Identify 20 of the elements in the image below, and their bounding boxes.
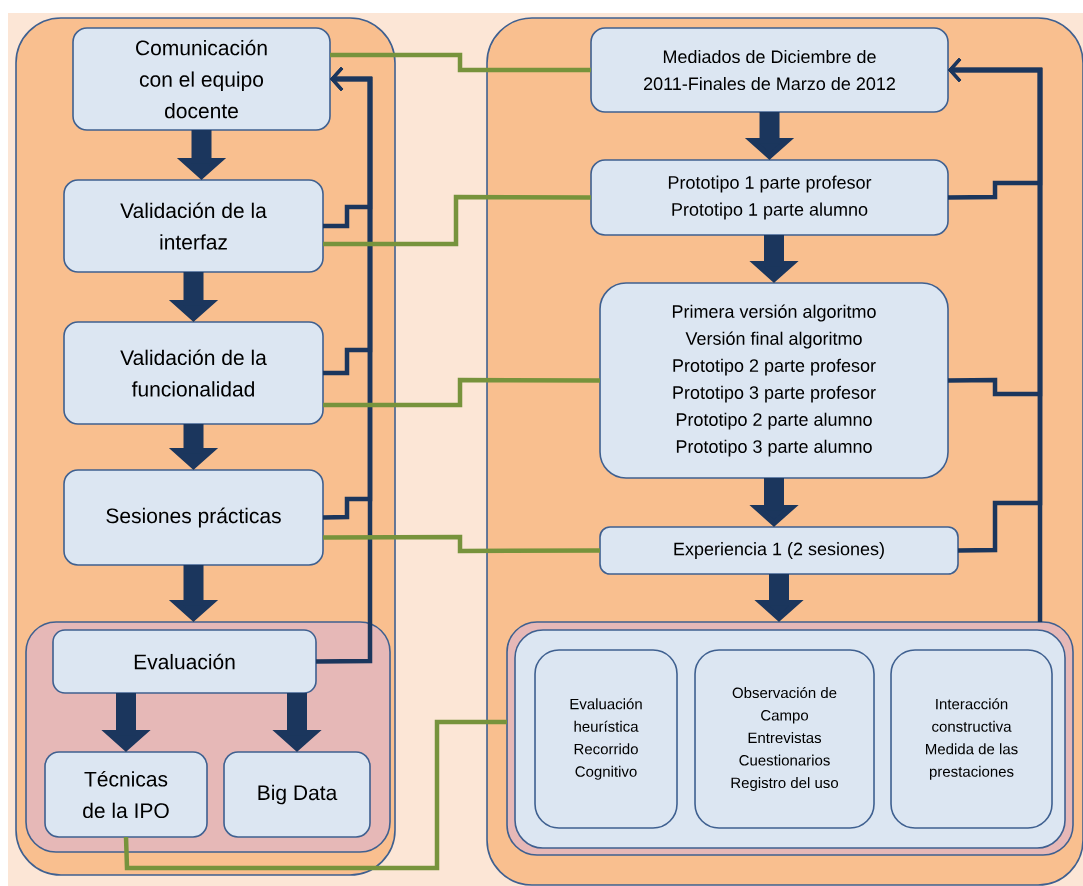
connector-line [123, 719, 507, 871]
process-box: Big Data [223, 751, 371, 838]
process-box: Experiencia 1 (2 sesiones) [599, 526, 959, 575]
process-box: Evaluación heurística Recorrido Cognitivo [534, 649, 678, 829]
connector-line [323, 534, 600, 554]
process-box: Prototipo 1 parte profesor Prototipo 1 parte alumno [590, 159, 949, 236]
process-box: Validación de la funcionalidad [63, 321, 324, 425]
connector-line [330, 52, 591, 73]
connector-line [323, 194, 591, 247]
process-box: Mediados de Diciembre de 2011-Finales de Marzo de 2012 [590, 27, 949, 113]
process-box: Técnicas de la IPO [44, 751, 208, 838]
process-box: Primera versión algoritmo Versión final algoritmo Prototipo 2 parte profesor Prototipo 3 parte profesor Prototipo 2 parte alumno Prototipo 3 parte alumno [599, 282, 949, 479]
process-box: Observación de Campo Entrevistas Cuestionarios Registro del uso [694, 649, 875, 829]
process-box: Interacción constructiva Medida de las prestaciones [890, 649, 1053, 829]
process-box: Comunicación con el equipo docente [72, 27, 331, 131]
process-box: Evaluación [52, 629, 317, 694]
connector-line [323, 377, 600, 408]
feedback-arrow [316, 67, 373, 664]
process-box: Validación de la interfaz [63, 179, 324, 273]
process-box: Sesiones prácticas [63, 469, 324, 566]
